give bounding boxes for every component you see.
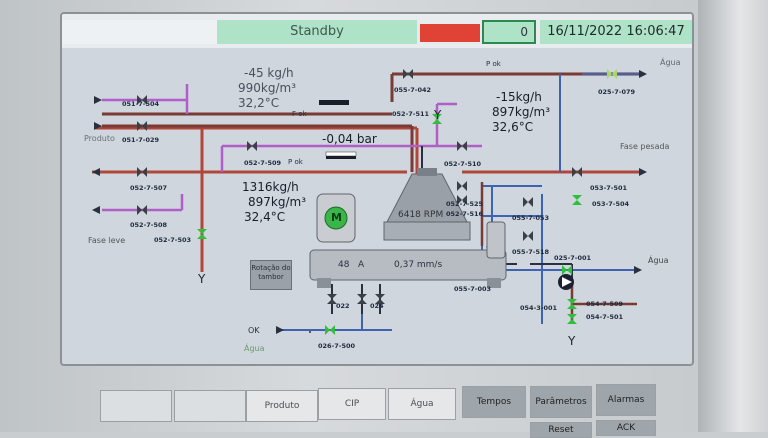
screen-title-area — [62, 20, 217, 44]
valve-icon[interactable] — [562, 265, 572, 275]
tag-055-7-518: 055-7-518 — [512, 248, 550, 256]
light-phase-flow: 1316kg/h — [242, 180, 299, 194]
machine-state: Standby — [217, 20, 417, 44]
heavy-phase-temp: 32,6°C — [492, 120, 534, 134]
valve-icon[interactable] — [523, 231, 533, 241]
ok-label: OK — [248, 326, 260, 335]
valve-icon[interactable] — [567, 314, 577, 324]
reset-button[interactable]: Reset — [530, 422, 592, 438]
f-ok-label: F ok — [292, 110, 307, 118]
tag-026-7-500: 026-7-500 — [318, 342, 356, 350]
hmi-screen: Standby 0 16/11/2022 16:06:47 — [60, 12, 694, 366]
alarmas-button[interactable]: Alarmas — [596, 384, 656, 416]
valve-icon[interactable] — [403, 69, 413, 79]
valve-icon[interactable] — [137, 95, 147, 105]
tag-055-7-003: 055-7-003 — [454, 285, 492, 293]
pressure-readout: -0,04 bar — [322, 132, 377, 146]
valve-icon[interactable] — [607, 69, 617, 79]
fase-pesada-label: Fase pesada — [620, 142, 670, 151]
tag-054-7-509: 054-7-509 — [586, 300, 624, 308]
drain-symbol-top: Y — [434, 108, 442, 122]
separator-base — [309, 249, 507, 281]
bowl-speed: 6418 RPM — [398, 210, 444, 220]
valve-icon[interactable] — [457, 141, 467, 151]
valve-icon[interactable] — [567, 299, 577, 309]
drain-symbol-light: Y — [198, 272, 206, 286]
tag-025-7-001: 025-7-001 — [554, 254, 592, 262]
alarm-counter: 0 — [482, 20, 536, 44]
heavy-phase-density: 897kg/m³ — [492, 105, 551, 119]
agua-bottom-label: Água — [244, 344, 265, 353]
p-ok-label-light: P ok — [288, 158, 303, 166]
tag-053-7-501: 053-7-501 — [590, 184, 628, 192]
valve-icon[interactable] — [137, 167, 147, 177]
tag-024: 024 — [370, 302, 384, 310]
feed-density: 990kg/m³ — [238, 81, 297, 95]
valve-icon[interactable] — [137, 205, 147, 215]
flow-meter — [486, 221, 506, 259]
tempos-button[interactable]: Tempos — [462, 386, 526, 418]
motor-icon: M — [331, 211, 342, 224]
valve-icon[interactable] — [137, 121, 147, 131]
tag-054-7-501: 054-7-501 — [586, 313, 624, 321]
valve-icon[interactable] — [325, 325, 335, 335]
rotacao-tambor-button[interactable]: Rotação do tambor — [250, 260, 292, 290]
vibration-readout: 0,37 mm/s — [394, 260, 443, 270]
process-diagram — [92, 69, 647, 335]
tag-053-7-504: 053-7-504 — [592, 200, 630, 208]
valve-icon[interactable] — [572, 167, 582, 177]
agua-right-label: Água — [648, 256, 669, 265]
produto-label: Produto — [84, 134, 115, 143]
motor-current-value: 48 — [338, 260, 350, 270]
ack-button[interactable]: ACK — [596, 420, 656, 436]
status-bar: Standby 0 16/11/2022 16:06:47 — [62, 14, 692, 48]
tag-055-7-053: 055-7-053 — [512, 214, 550, 222]
tag-052-7-516: 052-7-516 — [446, 210, 484, 218]
feed-temp: 32,2°C — [238, 96, 280, 110]
tag-054-3-001: 054-3-001 — [520, 304, 558, 312]
drain-symbol-bottom: Y — [568, 334, 576, 348]
tag-025-7-079: 025-7-079 — [598, 88, 636, 96]
datetime: 16/11/2022 16:06:47 — [540, 20, 692, 44]
valve-icon[interactable] — [457, 181, 467, 191]
valve-icon[interactable] — [327, 294, 337, 304]
tag-052-7-507: 052-7-507 — [130, 184, 168, 192]
light-phase-temp: 32,4°C — [244, 210, 286, 224]
tag-052-7-508: 052-7-508 — [130, 221, 168, 229]
tag-052-7-510: 052-7-510 — [444, 160, 482, 168]
agua-button[interactable]: Água — [388, 388, 456, 420]
tag-051-7-504: 051-7-504 — [122, 100, 160, 108]
blank-key-2[interactable] — [174, 390, 246, 422]
tag-052-7-503: 052-7-503 — [154, 236, 192, 244]
monitor-frame-edge — [698, 0, 768, 432]
p-ok-label-heavy: P ok — [486, 60, 501, 68]
feed-flow: -45 kg/h — [244, 66, 294, 80]
cip-button[interactable]: CIP — [318, 388, 386, 420]
heavy-phase-flow: -15kg/h — [496, 90, 542, 104]
agua-top-label: Água — [660, 58, 681, 67]
valve-icon[interactable] — [375, 294, 385, 304]
light-phase-density: 897kg/m³ — [248, 195, 307, 209]
tag-051-7-029: 051-7-029 — [122, 136, 160, 144]
produto-button[interactable]: Produto — [246, 390, 318, 422]
tag-052-7-525: 052-7-525 — [446, 200, 484, 208]
valve-icon[interactable] — [197, 229, 207, 239]
alarm-indicator[interactable] — [420, 24, 480, 42]
tag-052-7-509: 052-7-509 — [244, 159, 282, 167]
valve-icon[interactable] — [357, 294, 367, 304]
tag-022: 022 — [336, 302, 350, 310]
valve-icon[interactable] — [432, 114, 442, 124]
tag-055-7-042: 055-7-042 — [394, 86, 432, 94]
valve-icon[interactable] — [247, 141, 257, 151]
motor-current-unit: A — [358, 260, 365, 270]
valve-icon[interactable] — [572, 195, 582, 205]
function-key-bar: Produto CIP Água Tempos Parâmetros Alarm… — [100, 384, 660, 438]
tag-052-7-511: 052-7-511 — [392, 110, 430, 118]
valve-icon[interactable] — [523, 197, 533, 207]
fase-leve-label: Fase leve — [88, 236, 126, 245]
blank-key-1[interactable] — [100, 390, 172, 422]
valve-icon[interactable] — [457, 195, 467, 205]
parametros-button[interactable]: Parâmetros — [530, 386, 592, 418]
